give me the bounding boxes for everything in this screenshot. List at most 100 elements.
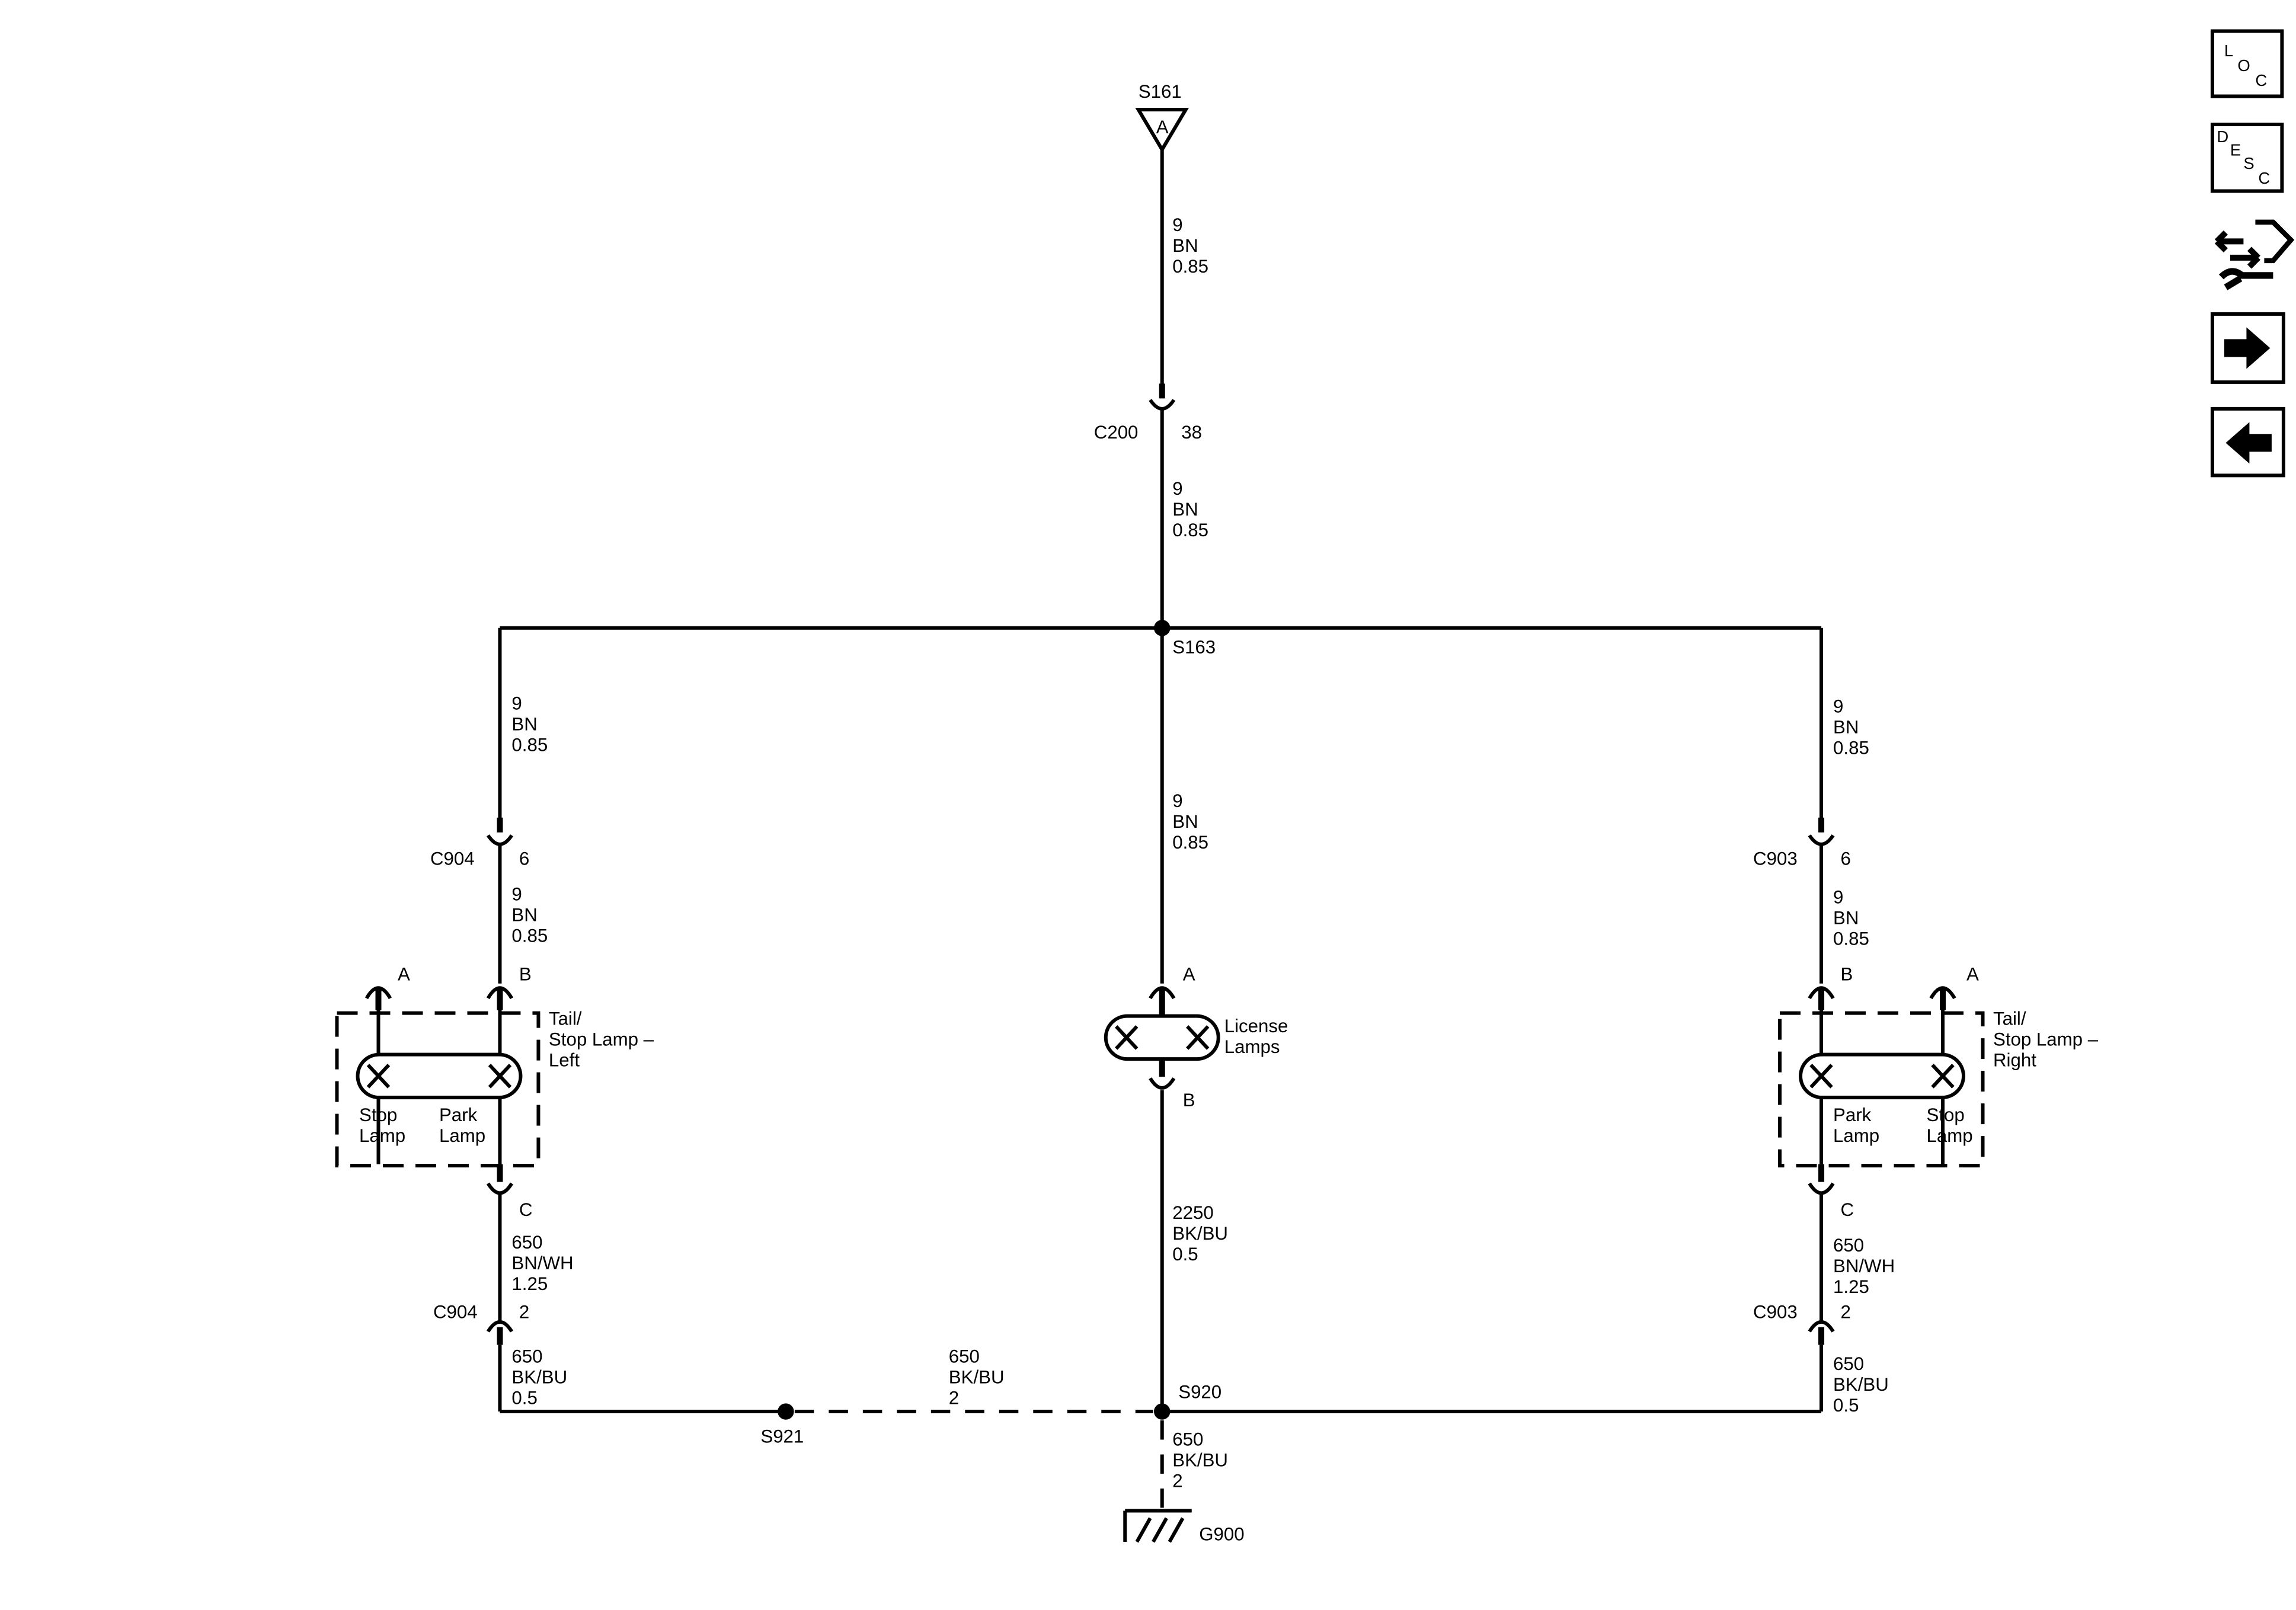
diagram-label: B (1183, 1090, 1195, 1110)
desc-button[interactable]: D E S C (2210, 122, 2284, 193)
diagram-label: 9 (1172, 790, 1182, 811)
wire-label-w1: 9 BN 0.85 (1172, 215, 1208, 277)
diagram-label: O (2237, 56, 2250, 75)
diagram-label: Stop (359, 1105, 397, 1125)
diagram-label: Stop Lamp – (549, 1029, 654, 1050)
wire-label-right-lower: 650 BN/WH 1.25 (1833, 1235, 1895, 1297)
diagram-label: 2 (1841, 1302, 1851, 1323)
diagram-label: C904 (430, 849, 475, 869)
diagram-label: S161 (1139, 81, 1182, 102)
diagram-label: C903 (1753, 1302, 1798, 1323)
diagram-label: License (1224, 1016, 1288, 1036)
diagram-label: BN (511, 713, 537, 734)
diagram-label: 1.25 (1833, 1276, 1869, 1297)
wire-label-center: 9 BN 0.85 (1172, 790, 1208, 853)
wire-label-left-lamp: 9 BN 0.85 (511, 884, 548, 946)
diagram-label: 6 (1841, 849, 1851, 869)
diagram-label: 0.85 (511, 734, 548, 755)
diagram-label: Lamp (359, 1125, 405, 1146)
diagram-label: 2 (519, 1302, 529, 1323)
diagram-label: Lamp (1927, 1125, 1973, 1146)
diagram-label: Stop (1927, 1105, 1965, 1125)
license-lamps: A License Lamps B (1104, 964, 1288, 1110)
diagram-label: BN (1172, 499, 1198, 520)
diagram-label: Park (439, 1105, 478, 1125)
diagram-label: BN (1833, 908, 1859, 929)
connector-c200: C200 38 (1094, 383, 1202, 443)
diagram-label: A (398, 964, 410, 985)
diagram-label: Lamp (1833, 1125, 1879, 1146)
diagram-label: Lamps (1224, 1036, 1280, 1057)
diagram-label: B (1841, 964, 1853, 985)
diagram-label: D (2217, 127, 2228, 146)
diagram-label: Right (1993, 1050, 2036, 1071)
diagram-label: C200 (1094, 422, 1139, 443)
splice-s163-label: S163 (1172, 636, 1216, 657)
connector-c903-bottom: C903 2 (1753, 1302, 1851, 1345)
wire-label-w2: 9 BN 0.85 (1172, 478, 1208, 540)
tail-stop-lamp-right: B A Park Lamp Stop Lamp Tail/ Stop Lamp … (1778, 964, 2099, 1220)
diagram-label: Left (549, 1050, 580, 1071)
diagram-label: 6 (519, 849, 529, 869)
connector-end-view-icon[interactable] (2214, 219, 2295, 290)
diagram-label: BK/BU (1172, 1450, 1228, 1471)
diagram-label: BN/WH (1833, 1256, 1895, 1276)
diagram-label: E (2230, 140, 2241, 159)
diagram-label: 0.5 (1172, 1244, 1198, 1265)
diagram-label: 2250 (1172, 1202, 1213, 1223)
wire-label-g900: 650 BK/BU 2 (1172, 1429, 1228, 1491)
diagram-label: 0.5 (1833, 1395, 1859, 1416)
loc-button[interactable]: L O C (2210, 29, 2284, 98)
diagram-label: 9 (511, 693, 522, 713)
diagram-label: 0.85 (1172, 256, 1208, 277)
diagram-label: 9 (1833, 696, 1843, 716)
diagram-label: Tail/ (1993, 1009, 2026, 1029)
diagram-label: 0.85 (1833, 929, 1869, 949)
connector-c904-bottom: C904 2 (433, 1302, 529, 1345)
arrow-right-icon[interactable] (2210, 312, 2285, 384)
diagram-label: 650 (1833, 1353, 1864, 1374)
diagram-label: Stop Lamp – (1993, 1029, 2099, 1050)
tail-stop-lamp-left: A B Stop Lamp Park Lamp Tail/ Stop Lamp … (335, 964, 654, 1220)
diagram-label: BN (1172, 235, 1198, 256)
diagram-label: 650 (1833, 1235, 1864, 1256)
diagram-label: A (1966, 964, 1979, 985)
wire-label-right-ground: 650 BK/BU 0.5 (1833, 1353, 1889, 1416)
diagram-label: C (519, 1199, 533, 1220)
diagram-label: 1.25 (511, 1273, 548, 1294)
diagram-label: Park (1833, 1105, 1872, 1125)
diagram-label: B (519, 964, 532, 985)
wire-label-left-upper: 9 BN 0.85 (511, 693, 548, 755)
diagram-label: 2 (1172, 1471, 1182, 1491)
diagram-label: BK/BU (1833, 1374, 1889, 1395)
wire-label-left-lower: 650 BN/WH 1.25 (511, 1232, 573, 1294)
diagram-label: Lamp (439, 1125, 485, 1146)
arrow-left-icon[interactable] (2210, 406, 2285, 478)
diagram-label: BK/BU (511, 1367, 567, 1388)
splice-s921 (778, 1403, 794, 1420)
ground-g900-icon: G900 (1123, 1509, 1245, 1545)
diagram-label: 0.5 (511, 1388, 537, 1409)
diagram-label: S (2243, 154, 2254, 172)
diagram-label: BK/BU (949, 1367, 1005, 1388)
diagram-label: BN (1833, 716, 1859, 737)
connector-c904-top: C904 6 (430, 817, 529, 869)
diagram-label: C903 (1753, 849, 1798, 869)
diagram-label: A (1156, 117, 1169, 137)
connector-c903-top: C903 6 (1753, 817, 1851, 869)
diagram-label: 650 (511, 1232, 542, 1253)
diagram-label: C904 (433, 1302, 478, 1323)
diagram-label: L (2224, 41, 2233, 60)
diagram-label: Tail/ (549, 1009, 582, 1029)
splice-s921-label: S921 (760, 1426, 804, 1447)
splice-s920-label: S920 (1178, 1382, 1221, 1403)
splice-s161: S161 A (1135, 81, 1189, 153)
wire-label-right-upper: 9 BN 0.85 (1833, 696, 1869, 758)
diagram-label: 650 (1172, 1429, 1203, 1450)
diagram-label: 9 (1172, 478, 1182, 499)
diagram-label: BK/BU (1172, 1223, 1228, 1244)
wire-label-center-lower: 2250 BK/BU 0.5 (1172, 1202, 1228, 1265)
diagram-label: 0.85 (511, 926, 548, 946)
diagram-label: 9 (1172, 215, 1182, 235)
